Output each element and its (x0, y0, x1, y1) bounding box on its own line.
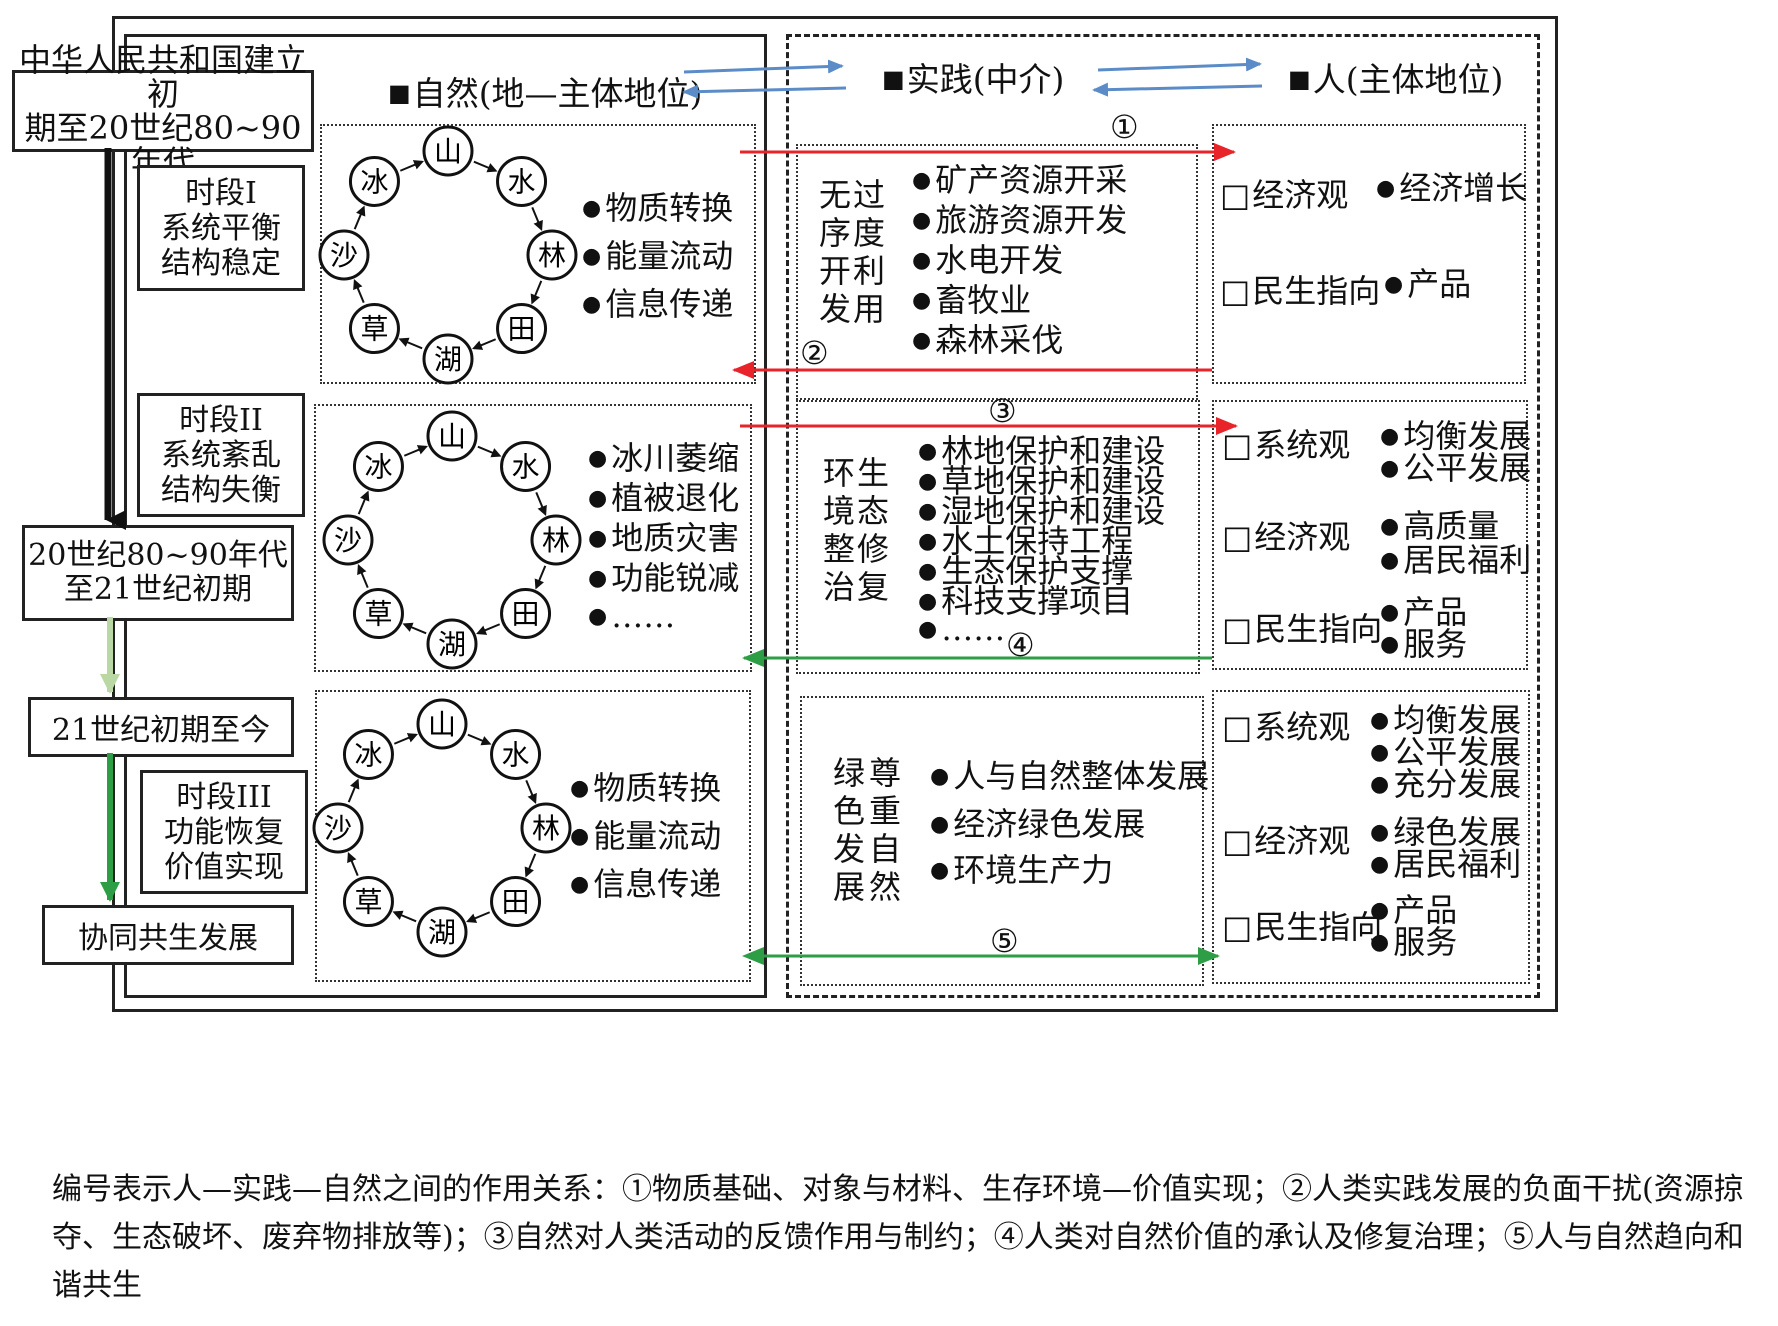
practice-3-title-col1: 绿色发展 (832, 754, 865, 906)
period-3-line3: 价值实现 (164, 849, 284, 885)
practice-1-title-col2: 过度利用 (852, 176, 885, 328)
nature-header: 自然(地—主体地位) (388, 74, 703, 113)
human-3-item: 产品 (1370, 894, 1457, 927)
nature-2-item: 功能锐减 (588, 560, 739, 597)
relation-3-label: ③ (988, 392, 1017, 430)
human-2-item: 均衡发展 (1380, 420, 1531, 453)
practice-header: 实践(中介) (882, 60, 1065, 99)
period-1-line2: 系统平衡 (161, 210, 281, 246)
period-1-line1: 时段I (185, 175, 257, 211)
human-3-item: 充分发展 (1370, 768, 1521, 801)
practice-3-item: 经济绿色发展 (930, 806, 1145, 843)
practice-1-item: 森林采伐 (912, 322, 1063, 359)
era2-line2: 至21世纪初期 (63, 572, 253, 607)
practice-1-item: 旅游资源开发 (912, 202, 1127, 239)
nature-panel-2 (314, 404, 752, 672)
nature-3-item: 物质转换 (570, 770, 721, 807)
nature-1-item: 信息传递 (582, 286, 733, 323)
period-2-line2: 系统紊乱 (161, 437, 281, 473)
practice-1-item: 矿产资源开采 (912, 162, 1127, 199)
era3-box: 21世纪初期至今 (28, 697, 294, 757)
relation-2-label: ② (800, 334, 829, 372)
nature-1-item: 物质转换 (582, 190, 733, 227)
human-3-item: 服务 (1370, 926, 1457, 959)
human-2-item: 居民福利 (1380, 544, 1531, 577)
era2-box: 20世纪80~90年代 至21世纪初期 (22, 525, 294, 621)
practice-panel-1 (796, 144, 1198, 400)
human-3-item: 居民福利 (1370, 848, 1521, 881)
human-3-item: 公平发展 (1370, 736, 1521, 769)
human-3-item: 均衡发展 (1370, 704, 1521, 737)
practice-3-item: 人与自然整体发展 (930, 758, 1209, 795)
human-3-view-livelihood: 民生指向 (1222, 902, 1382, 948)
practice-2-title-col1: 环境整治 (822, 454, 855, 606)
human-2-view-system: 系统观 (1222, 420, 1350, 466)
human-header: 人(主体地位) (1288, 60, 1504, 99)
human-panel-2 (1212, 400, 1528, 670)
human-3-view-system: 系统观 (1222, 702, 1350, 748)
era4-label: 协同共生发展 (78, 921, 258, 956)
human-1-view-economic: 经济观 (1220, 170, 1348, 216)
human-1-view-livelihood: 民生指向 (1220, 266, 1380, 312)
human-3-view-economic: 经济观 (1222, 816, 1350, 862)
nature-2-item: 地质灾害 (588, 520, 739, 557)
human-2-item: 产品 (1380, 596, 1467, 629)
nature-2-item: …… (588, 598, 675, 635)
practice-1-item: 畜牧业 (912, 282, 1031, 319)
relation-4-label: ④ (1006, 626, 1035, 664)
nature-2-item: 植被退化 (588, 480, 739, 517)
era3-label: 21世纪初期至今 (51, 713, 271, 748)
human-1-item: 产品 (1384, 266, 1471, 303)
practice-3-title-col2: 尊重自然 (868, 754, 901, 906)
period-3-line1: 时段III (176, 779, 272, 815)
human-3-item: 绿色发展 (1370, 816, 1521, 849)
practice-1-item: 水电开发 (912, 242, 1063, 279)
era2-line1: 20世纪80~90年代 (28, 538, 288, 573)
figure-caption: 编号表示人—实践—自然之间的作用关系：①物质基础、对象与材料、生存环境—价值实现… (52, 1172, 1744, 1303)
era1-box: 中华人民共和国建立初 期至20世纪80~90年代 (12, 43, 314, 179)
practice-2-item: …… (918, 613, 1005, 645)
period-3-line2: 功能恢复 (164, 814, 284, 850)
practice-2-title-col2: 生态修复 (856, 454, 889, 606)
period-1-line3: 结构稳定 (161, 245, 281, 281)
human-2-view-economic: 经济观 (1222, 512, 1350, 558)
era4-box: 协同共生发展 (42, 905, 294, 965)
human-2-item: 高质量 (1380, 510, 1499, 543)
relation-5-label: ⑤ (990, 922, 1019, 960)
period-3-box: 时段III 功能恢复 价值实现 (140, 770, 308, 894)
practice-3-item: 环境生产力 (930, 852, 1113, 889)
period-2-line3: 结构失衡 (161, 472, 281, 508)
nature-3-item: 信息传递 (570, 866, 721, 903)
human-2-item: 公平发展 (1380, 452, 1531, 485)
human-2-view-livelihood: 民生指向 (1222, 604, 1382, 650)
practice-panel-3 (800, 696, 1204, 986)
period-2-line1: 时段II (179, 402, 263, 438)
era1-line1: 中华人民共和国建立初 (18, 41, 307, 113)
human-panel-3 (1212, 690, 1530, 984)
nature-3-item: 能量流动 (570, 818, 721, 855)
human-1-item: 经济增长 (1376, 170, 1527, 207)
period-1-box: 时段I 系统平衡 结构稳定 (137, 165, 305, 291)
nature-1-item: 能量流动 (582, 238, 733, 275)
practice-panel-2 (796, 400, 1200, 674)
relation-1-label: ① (1110, 108, 1139, 146)
human-panel-1 (1212, 124, 1526, 384)
human-practice-frame (786, 34, 1540, 998)
period-2-box: 时段II 系统紊乱 结构失衡 (137, 393, 305, 517)
practice-1-title-col1: 无序开发 (818, 176, 851, 328)
nature-2-item: 冰川萎缩 (588, 440, 739, 477)
human-2-item: 服务 (1380, 628, 1467, 661)
